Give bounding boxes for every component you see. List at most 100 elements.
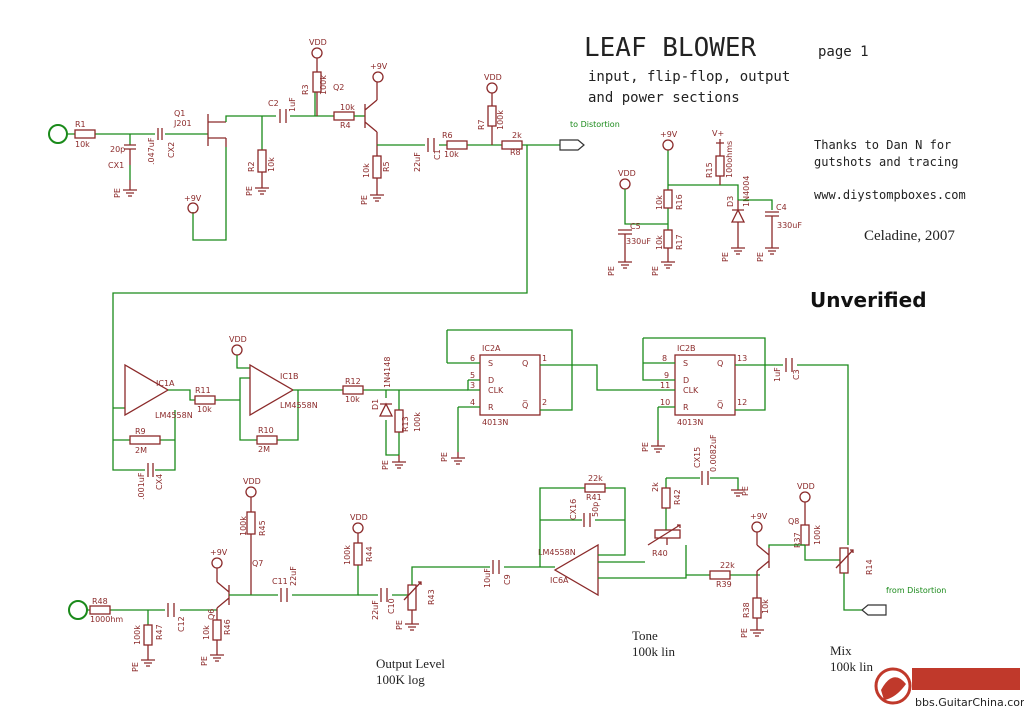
capacitor-cx2 [157,128,163,140]
pin-label: CLK [683,386,699,395]
r44-value: 100k [343,545,352,565]
pin-label: D [683,376,689,385]
pin-number: 8 [662,354,667,363]
resistor-r37 [800,524,810,546]
supply-9v-icon [187,202,199,214]
ground-label: PE [131,662,140,672]
diode-d3 [730,200,746,255]
r41-value: 22k [588,474,603,483]
cx2-value: .047uF [147,137,156,165]
capacitor-c4 [765,211,779,255]
supply-9v-label: +9V [660,130,678,139]
ground-icon [255,172,269,195]
pin-label: Q̅ [522,400,528,410]
r6-value: 10k [444,150,459,159]
cx2-name: CX2 [167,142,176,158]
r47-name: R47 [155,624,164,640]
r14-name: R14 [865,559,874,575]
r11-name: R11 [195,386,211,395]
resistor-r38 [752,597,762,619]
vdd-label: VDD [797,482,815,491]
resistor-r15 [715,155,725,177]
r48-name: R48 [92,597,108,606]
r3-value: 100k [319,75,328,95]
ic2b-value: 4013N [677,418,703,427]
ic6a-value: LM4558N [538,548,576,557]
c10-value: 22uF [371,600,380,620]
r42-name: R42 [673,489,682,505]
cx16-value: 50p [591,502,600,517]
pin-label: Q [717,359,723,368]
c11-name: C11 [272,577,288,586]
supply-9v-icon [662,139,674,151]
resistor-r10 [256,435,278,445]
supply-9v-label: +9V [750,512,768,521]
ic1a-name: IC1A [156,379,175,388]
r39-value: 22k [720,561,735,570]
c5-value: 330uF [626,237,651,246]
c1-name: C1 [433,149,442,160]
capacitor-cx16 [583,513,591,527]
ground-label: PE [641,442,650,452]
c9-name: C9 [503,574,512,585]
r45-value: 100k [239,516,248,536]
resistor-r47 [143,624,153,646]
r38-name: R38 [742,602,751,618]
vdd-icon [231,344,243,356]
d1-value: 1N4148 [383,357,392,388]
resistor-r12 [342,385,364,395]
capacitor-c12 [167,603,175,617]
r37-name: R37 [793,532,802,548]
pin-label: S [683,359,688,368]
jfet-q1 [207,114,227,147]
vdd-icon [352,522,364,534]
r3-name: R3 [301,84,310,95]
vdd-label: VDD [350,513,368,522]
vdd-label: VDD [484,73,502,82]
resistor-r42 [661,487,671,509]
vplus-icon [716,139,724,147]
pin-number: 4 [470,398,475,407]
vdd-icon [799,491,811,503]
resistor-r4 [333,111,355,121]
subtitle-line-2: and power sections [588,90,740,106]
vdd-label: VDD [229,335,247,344]
c5-name: C5 [630,222,641,231]
r17-name: R17 [675,234,684,250]
resistor-r1 [74,129,96,139]
tone-label: Tone [632,628,658,643]
cx15-name: CX15 [693,447,702,468]
r42-value: 2k [651,482,660,492]
ground-label: PE [200,656,209,666]
pin-number: 2 [542,398,547,407]
capacitor-c2 [279,109,287,123]
d1-name: D1 [371,399,380,410]
ground-label: PE [440,452,449,462]
r15-name: R15 [705,162,714,178]
capacitor-cx4 [147,463,154,477]
ground-label: PE [756,252,765,262]
pin-number: 5 [470,371,475,380]
ground-label: PE [607,266,616,276]
q7-name: Q7 [252,559,263,568]
r39-name: R39 [716,580,732,589]
resistor-r11 [194,395,216,405]
c11-value: 22uF [289,566,298,586]
r41-name: R41 [586,493,602,502]
ground-label: PE [741,486,750,496]
supply-9v-icon [751,521,763,533]
tone-taper-label: 100k lin [632,644,675,659]
capacitor-c10 [380,588,388,602]
r11-value: 10k [197,405,212,414]
supply-9v-label: +9V [184,194,202,203]
potentiometer-r14 [839,547,849,574]
r47-value: 100k [133,625,142,645]
r43-name: R43 [427,589,436,605]
from-distortion-label: from Distortion [886,586,946,595]
capacitor-c1 [427,138,435,152]
thanks-line-1: Thanks to Dan N for [814,138,951,152]
pin-label: R [488,403,494,412]
supply-9v-label: +9V [210,548,228,557]
transistor-q7 [216,568,230,620]
